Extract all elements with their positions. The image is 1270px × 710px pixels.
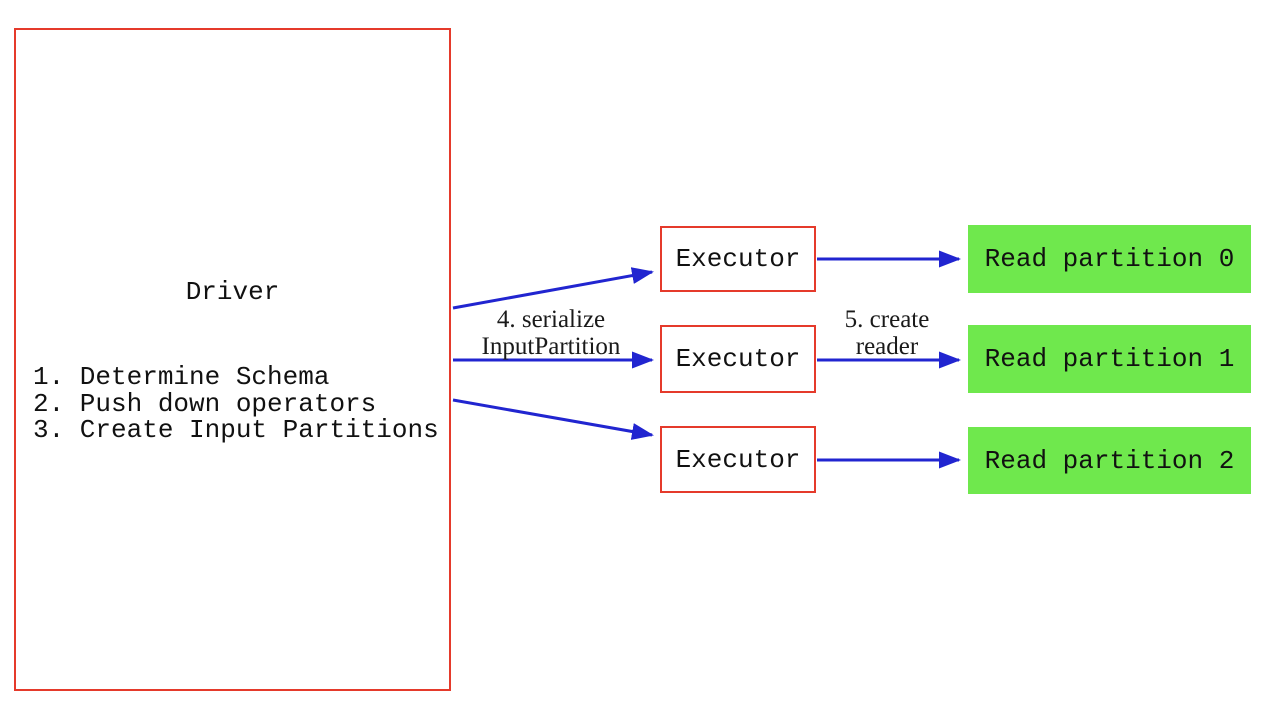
- driver-box: Driver 1. Determine Schema 2. Push down …: [14, 28, 451, 691]
- driver-step-1: 1. Determine Schema: [33, 362, 330, 392]
- executor-label-1: Executor: [675, 244, 801, 274]
- arrow-driver-to-executor-1: [452, 267, 654, 310]
- driver-step-3: 3. Create Input Partitions: [33, 415, 439, 445]
- driver-step-2: 2. Push down operators: [33, 388, 377, 419]
- read-partition-box-2: Read partition 2: [968, 427, 1251, 494]
- edge-label-reader-line1: 5. create: [844, 306, 930, 333]
- read-partition-label-0: Read partition 0: [984, 244, 1235, 274]
- edge-label-reader-line2: reader: [855, 333, 919, 360]
- edge-label-serialize-line1: 4. serialize: [496, 306, 606, 333]
- edge-label-create-reader: 5. create reader: [807, 306, 967, 360]
- read-partition-label-1: Read partition 1: [984, 344, 1235, 374]
- read-partition-label-2: Read partition 2: [984, 445, 1235, 476]
- edge-label-serialize-input-partition: 4. serialize InputPartition: [431, 306, 671, 360]
- driver-title: Driver: [185, 277, 280, 307]
- executor-box-1: Executor: [660, 226, 816, 292]
- executor-box-2: Executor: [660, 325, 816, 393]
- executor-label-2: Executor: [675, 344, 801, 374]
- read-partition-box-1: Read partition 1: [968, 325, 1251, 393]
- executor-box-3: Executor: [660, 426, 816, 493]
- read-partition-box-0: Read partition 0: [968, 225, 1251, 293]
- edge-label-serialize-line2: InputPartition: [481, 333, 621, 360]
- arrow-driver-to-executor-3: [452, 398, 654, 440]
- executor-label-3: Executor: [675, 444, 801, 475]
- driver-steps: 1. Determine Schema 2. Push down operato…: [33, 364, 439, 444]
